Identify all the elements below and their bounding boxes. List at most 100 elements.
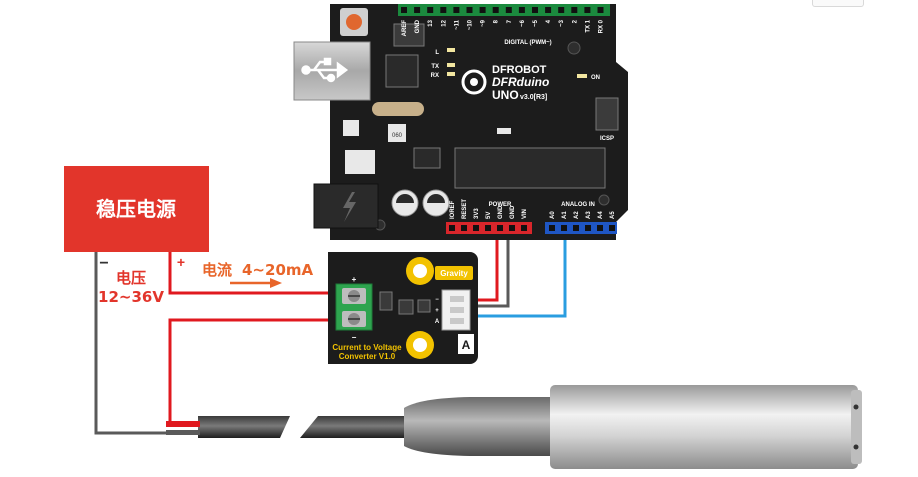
header-pin-slot — [466, 7, 473, 13]
reset-chip — [388, 124, 406, 142]
probe-vent — [853, 404, 859, 410]
pin-label: 8 — [494, 19, 500, 23]
pin-label: ~10 — [468, 19, 474, 30]
pin-label: A0 — [550, 211, 556, 219]
pin-label: RX 0 — [599, 19, 605, 33]
gravity-badge — [435, 266, 473, 280]
pin-label: ~11 — [454, 19, 460, 30]
header-pin-slot — [485, 225, 491, 231]
wire-5v — [478, 231, 499, 302]
header-pin-slot — [440, 7, 447, 13]
arduino-board: 060 ICSP L TX RX ON DFROBOT DFRduino UNO… — [293, 4, 628, 240]
header-pin-slot — [518, 7, 525, 13]
digital-header-slots — [401, 7, 604, 13]
digital-header — [398, 4, 610, 16]
header-pin-slot — [545, 7, 552, 13]
header-pin-slot — [401, 7, 407, 13]
header-pin-slot — [505, 7, 512, 13]
probe-wire-gray — [166, 430, 200, 435]
probe-cable — [198, 416, 290, 438]
header-pin-slot — [449, 225, 455, 231]
header-pin-slot — [549, 225, 555, 231]
converter-title-line2: Converter V1.0 — [339, 352, 396, 361]
header-pin-slot — [597, 225, 603, 231]
atmega-chip — [454, 147, 606, 189]
usb-icsp-header — [393, 23, 425, 47]
analog-label: ANALOG IN — [561, 202, 595, 208]
terminal-minus-label: − — [352, 333, 357, 342]
reset-button — [346, 14, 362, 30]
led-on — [577, 74, 587, 78]
pressure-probe — [166, 385, 862, 469]
current-value: 4~20mA — [242, 261, 314, 279]
pin-label: A1 — [562, 211, 568, 219]
pin-mark: − — [435, 297, 439, 303]
header-pin-slot — [573, 225, 579, 231]
reset-chip-label: 060 — [392, 133, 403, 139]
brand-dfrobot: DFROBOT — [492, 64, 547, 76]
pin-label: TX 1 — [585, 19, 591, 32]
wire-gnd — [478, 231, 510, 308]
smd-component — [343, 120, 359, 136]
power-header-slots — [449, 225, 527, 231]
pin-label: 7 — [507, 19, 513, 23]
header-pin-slot — [584, 7, 591, 13]
voltage-range: 12~36V — [98, 288, 164, 306]
power-supply-box — [64, 166, 209, 252]
voltage-label: 电压 — [116, 269, 146, 287]
brand-model: UNO — [492, 88, 519, 102]
probe-vent — [853, 444, 859, 450]
led-label: TX — [431, 64, 439, 70]
converter-chip — [417, 299, 431, 313]
pin-label: GND — [415, 19, 421, 33]
header-pin-slot — [558, 7, 565, 13]
brand-logo-icon — [461, 69, 487, 95]
pin-label: AREF — [402, 20, 408, 37]
led-label: L — [435, 50, 439, 56]
supply-plus-label: + — [177, 254, 185, 270]
digital-label: DIGITAL (PWM~) — [504, 40, 551, 46]
mount-hole — [567, 41, 581, 55]
power-supply: 稳压电源 − + 电压 12~36V — [64, 166, 209, 306]
pin-label: 12 — [441, 19, 447, 26]
header-pin-slot — [414, 7, 421, 13]
converter-chip — [398, 299, 414, 315]
lightning-icon — [343, 192, 356, 222]
pin-label: ~6 — [520, 19, 526, 27]
current-flow: 电流 4~20mA — [202, 261, 314, 288]
header-pin-slot — [521, 225, 527, 231]
pin-label: 5V — [486, 212, 492, 219]
icsp-label: ICSP — [600, 136, 614, 142]
led-label: RX — [431, 73, 439, 79]
pin-label: ~3 — [559, 19, 565, 27]
probe-body — [550, 385, 858, 469]
brand-version: v3.0[R3] — [520, 94, 547, 101]
probe-tip — [851, 390, 862, 464]
header-pin-slot — [532, 7, 538, 13]
header-pin-slot — [597, 7, 604, 13]
analog-header — [545, 222, 617, 234]
header-pin-slot — [509, 225, 515, 231]
header-pin-slot — [453, 7, 460, 13]
corner-frame — [812, 0, 864, 7]
pin-label: 2 — [572, 19, 578, 23]
wire-a1-signal — [478, 231, 567, 318]
header-pin-slot — [492, 7, 499, 13]
pin-label: ~9 — [481, 19, 487, 27]
analog-badge — [458, 334, 474, 354]
power-label: POWER — [489, 202, 512, 208]
icsp-header — [595, 97, 619, 131]
pin-mark: A — [435, 319, 440, 325]
header-pin-slot — [427, 7, 434, 13]
analog-header-slots — [549, 225, 615, 231]
header-pin-slot — [497, 225, 503, 231]
smd-chip — [413, 147, 441, 169]
current-label: 电流 — [202, 261, 232, 279]
converter-chip — [379, 291, 393, 311]
led-l — [447, 48, 455, 52]
power-supply-title: 稳压电源 — [96, 197, 176, 221]
crystal — [372, 102, 424, 116]
